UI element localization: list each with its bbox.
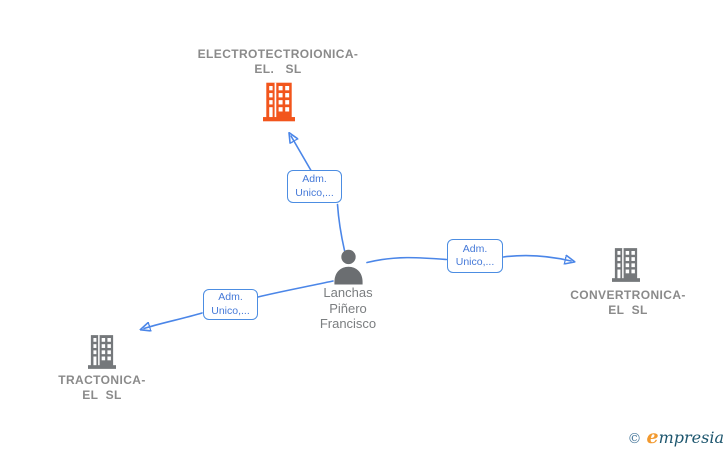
logo-letter-e: e [646,426,659,448]
company-name-line: EL SL [82,388,122,402]
edge-person-to-label-top [336,203,346,252]
company-name-electrotectroionica[interactable]: ELECTROTECTROIONICA- EL. SL [168,47,388,77]
edge-label-line: Unico,... [295,186,334,199]
company-name-tractonica[interactable]: TRACTONICA- EL SL [30,373,174,403]
person-name-line: Piñero [329,300,367,316]
edge-person-to-label-left [257,280,334,298]
company-name-line: ELECTROTECTROIONICA- [197,47,359,61]
building-icon-electrotectroionica[interactable] [263,82,295,122]
person-name-lanchas-pinero[interactable]: Lanchas Piñero Francisco [288,285,408,332]
edge-label-line: Unico,... [455,256,495,268]
edge-label-adm-unico-left[interactable]: Adm. Unico,... [203,289,258,320]
edge-label-line: Adm. [462,242,488,255]
company-name-convertronica[interactable]: CONVERTRONICA- EL SL [556,288,700,318]
empresia-logo[interactable]: ©empresia [628,426,725,448]
person-name-line: Lanchas [323,285,373,300]
edge-person-to-label-right [366,256,448,264]
edge-label-line: Unico,... [211,304,250,317]
edge-label-line: Adm. [218,291,243,303]
company-name-line: TRACTONICA- [58,373,146,387]
edge-label-to-electrotectroionica-arrow [291,136,312,172]
copyright-icon: © [627,431,642,447]
edge-label-adm-unico-right[interactable]: Adm. Unico,... [447,239,503,273]
edge-label-to-convertronica-arrow [502,255,572,261]
company-name-line: EL SL [608,303,648,317]
logo-text: mpresia [658,428,724,447]
building-icon-convertronica[interactable] [612,246,640,284]
company-name-line: EL. SL [254,62,302,76]
edge-label-line: Adm. [302,173,327,185]
edge-label-adm-unico-top[interactable]: Adm. Unico,... [287,170,342,203]
edge-label-to-tractonica-arrow [144,312,203,329]
company-name-line: CONVERTRONICA- [570,288,686,302]
building-icon-tractonica[interactable] [88,333,116,371]
person-icon-lanchas-pinero[interactable] [332,249,365,285]
person-name-line: Francisco [319,316,377,331]
